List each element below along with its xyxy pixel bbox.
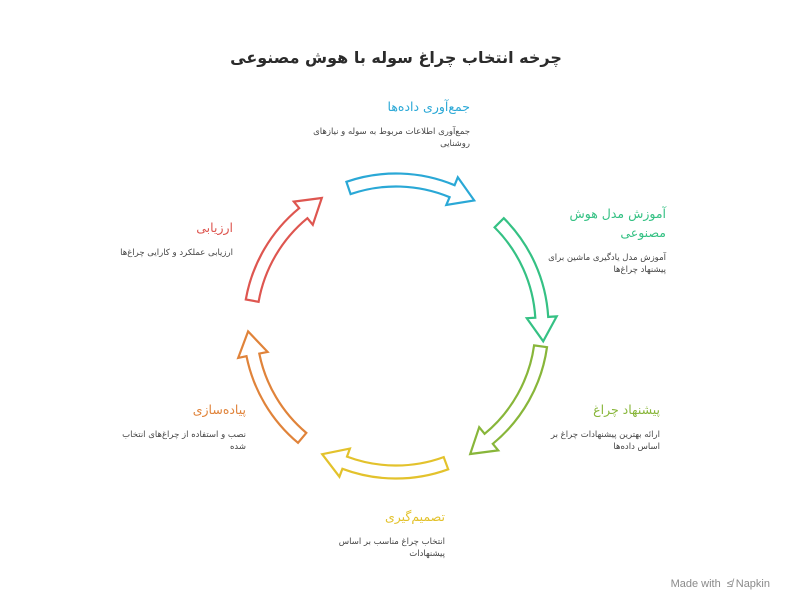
step-data-collection: جمع‌آوری داده‌ها جمع‌آوری اطلاعات مربوط …	[300, 97, 470, 150]
step-description: جمع‌آوری اطلاعات مربوط به سوله و نیازهای…	[313, 127, 470, 149]
step-evaluation: ارزیابی ارزیابی عملکرد و کارایی چراغ‌ها	[118, 218, 233, 259]
step-description: ارزیابی عملکرد و کارایی چراغ‌ها	[120, 248, 233, 258]
step-title: ارزیابی	[196, 220, 233, 235]
cycle-arrow-6	[244, 196, 324, 304]
cycle-arrow-3	[468, 344, 549, 456]
footer-credit: Made with ≰Napkin	[671, 578, 770, 590]
step-decision: تصمیم‌گیری انتخاب چراغ مناسب بر اساس پیش…	[325, 507, 445, 560]
footer-brand: Napkin	[735, 578, 770, 590]
step-implementation: پیاده‌سازی نصب و استفاده از چراغ‌های انت…	[118, 400, 246, 453]
cycle-arrow-2	[493, 216, 559, 344]
footer-text: Made with	[670, 578, 721, 590]
step-title: جمع‌آوری داده‌ها	[387, 99, 470, 114]
step-title: آموزش مدل هوش مصنوعی	[569, 206, 666, 240]
step-title: تصمیم‌گیری	[384, 509, 445, 524]
step-description: ارائه بهترین پیشنهادات چراغ بر اساس داده…	[550, 430, 660, 452]
step-description: نصب و استفاده از چراغ‌های انتخاب شده	[122, 430, 246, 452]
cycle-arrow-1	[345, 172, 477, 207]
step-description: انتخاب چراغ مناسب بر اساس پیشنهادات	[338, 537, 445, 559]
step-model-training: آموزش مدل هوش مصنوعی آموزش مدل یادگیری م…	[548, 204, 666, 276]
step-title: پیشنهاد چراغ	[593, 402, 660, 417]
step-title: پیاده‌سازی	[192, 402, 246, 417]
step-lamp-suggestion: پیشنهاد چراغ ارائه بهترین پیشنهادات چراغ…	[548, 400, 660, 453]
cycle-arrow-5	[236, 329, 308, 445]
cycle-arrow-4	[320, 447, 450, 480]
napkin-logo-icon: ≰	[726, 578, 733, 590]
step-description: آموزش مدل یادگیری ماشین برای پیشنهاد چرا…	[548, 253, 666, 275]
diagram-title: چرخه انتخاب چراغ سوله با هوش مصنوعی	[230, 48, 562, 67]
